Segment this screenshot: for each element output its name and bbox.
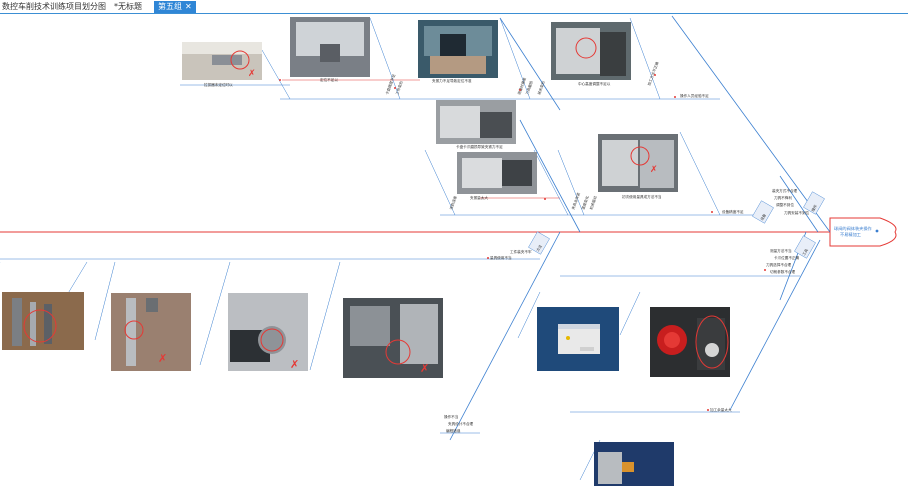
- label-25: 机床振动: [588, 195, 598, 211]
- photo-4[interactable]: [551, 22, 631, 80]
- label-16: 编程错误: [446, 428, 461, 433]
- label-12: 切削参数不合理: [770, 269, 796, 274]
- branch-labels: 操作 设备 方法 工具: [528, 191, 825, 259]
- photo-14[interactable]: [594, 442, 674, 486]
- label-13: 加工余量太大: [710, 407, 732, 412]
- label-24: 温度变化: [580, 195, 590, 211]
- label-22: 装夹变形: [536, 80, 546, 96]
- tab-untitled[interactable]: *无标题: [114, 2, 142, 11]
- label-19: 工件变形: [394, 80, 404, 96]
- branch-label-top: 操作: [810, 203, 818, 212]
- photo-8[interactable]: [2, 292, 84, 350]
- caption-6: 夹紧量太大: [470, 195, 488, 200]
- label-15: 夹具设计不合理: [448, 421, 474, 426]
- close-icon[interactable]: ✕: [185, 2, 192, 11]
- branch-label-right: 工具: [801, 247, 809, 256]
- tab-group-five-label: 第五组: [158, 2, 182, 11]
- caption-7: 初次使用量具或方法不当: [622, 194, 662, 199]
- label-7: 工件装夹不牢: [510, 249, 532, 254]
- photo-12[interactable]: [537, 307, 619, 371]
- label-20: 测量时偏差: [516, 76, 527, 95]
- photo-1[interactable]: ✗: [182, 42, 262, 80]
- caption-2: 定位不足以: [320, 77, 338, 82]
- caption-1: 拉拔器未定位时以: [204, 82, 233, 87]
- root-node[interactable]: 球阀的阀体装夹操作 不易精加工: [829, 217, 897, 247]
- label-5: 调整不到位: [776, 202, 794, 207]
- fishbone-canvas: 球阀的阀体装夹操作 不易精加工: [0, 15, 897, 486]
- branch-top-short: [779, 175, 819, 233]
- label-4: 刀具不锋利: [774, 195, 792, 200]
- root-text-2: 不易精加工: [840, 231, 861, 238]
- branch-label-lower: 方法: [535, 243, 543, 252]
- label-26: 读数误差: [448, 195, 458, 211]
- svg-text:✗: ✗: [158, 352, 167, 365]
- branch-label-mid: 设备: [759, 212, 767, 221]
- root-text-1: 球阀的阀体装夹操作: [834, 225, 873, 232]
- caption-3: 夹紧力不足导致定位不准: [432, 78, 472, 83]
- cross-icon: ✗: [248, 69, 256, 79]
- branch-top-long: [671, 15, 831, 233]
- label-9: 测量方法不当: [770, 248, 792, 253]
- label-6: 刀具安装不到位: [784, 210, 810, 215]
- label-10: 卡爪位置不正确: [774, 255, 800, 260]
- photo-9[interactable]: ✗: [111, 293, 191, 371]
- branch-lower-long: [729, 239, 821, 411]
- label-11: 刀具选择不合理: [766, 262, 792, 267]
- caption-5: 卡盘卡爪磨损导致夹紧力不足: [456, 144, 503, 149]
- svg-text:✗: ✗: [420, 362, 429, 375]
- label-21: 刀具磨损: [524, 80, 534, 96]
- svg-text:✗: ✗: [650, 165, 658, 175]
- label-2: 设备精度不足: [722, 209, 744, 214]
- branch-mid-upper: [499, 17, 561, 111]
- photo-2[interactable]: [290, 17, 370, 77]
- photo-7[interactable]: ✗: [598, 134, 678, 192]
- caption-4: 中心高度调整不足以: [578, 81, 611, 86]
- root-dot: [875, 229, 879, 233]
- photo-11[interactable]: ✗: [343, 298, 443, 378]
- photo-13[interactable]: [650, 307, 730, 377]
- photo-6[interactable]: [457, 152, 537, 194]
- tab-bar: 数控车削技术训练项目划分图 *无标题 第五组✕: [0, 0, 908, 14]
- label-8: 量具使用不当: [490, 255, 512, 260]
- tab-project-diagram[interactable]: 数控车削技术训练项目划分图: [2, 2, 106, 11]
- branch-mid-lower: [519, 119, 581, 233]
- svg-text:✗: ✗: [290, 358, 299, 371]
- photo-5[interactable]: [436, 100, 516, 144]
- branch-left-lower: [449, 231, 561, 441]
- label-14: 操作不当: [444, 414, 459, 419]
- photo-3[interactable]: [418, 20, 498, 78]
- label-1: 操作人员经验不足: [680, 93, 709, 98]
- label-23: 夹具未夹紧: [570, 191, 581, 210]
- label-17: 加工方法不正确: [646, 61, 659, 87]
- tab-group-five[interactable]: 第五组✕: [154, 1, 196, 13]
- photo-10[interactable]: ✗: [228, 293, 308, 371]
- label-3: 装夹方式不合理: [772, 188, 798, 193]
